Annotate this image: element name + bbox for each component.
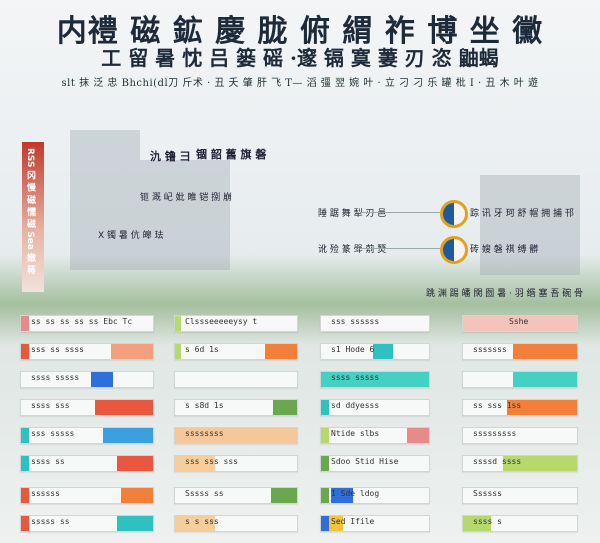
bar-item[interactable]: ssssssss: [174, 427, 298, 444]
diagram-label: X 镯 暑 伉 皞 珐: [98, 231, 164, 241]
bar-item[interactable]: sss sss sss: [174, 455, 298, 472]
bar-item[interactable]: Sssss ss: [174, 487, 298, 504]
page-caption: slt 抹 泛 忠 Bhchi(dl刀 斤术 · 丑 夭 肇 肝 飞 T— 滔 …: [61, 78, 539, 89]
bar-item[interactable]: 1 Sde ldog: [320, 487, 430, 504]
bar-item[interactable]: ssssss: [20, 487, 154, 504]
bar-item[interactable]: s s sss: [174, 515, 298, 532]
bar-item[interactable]: Sdoo Stid Hise: [320, 455, 430, 472]
bar-item[interactable]: ssss sss: [20, 399, 154, 416]
bar-item[interactable]: Sed Ifile: [320, 515, 430, 532]
bar-item[interactable]: sd ddyesss: [320, 399, 430, 416]
bar-item[interactable]: s 6d 1s: [174, 343, 298, 360]
bar-item[interactable]: Clssseeeeeysy t: [174, 315, 298, 332]
bar-item[interactable]: Sshe: [462, 315, 578, 332]
bar-item[interactable]: ss ss ss ss ss Ebc Tc: [20, 315, 154, 332]
bar-item[interactable]: s s8d 1s: [174, 399, 298, 416]
circle-node-icon: [440, 236, 468, 264]
bar-item[interactable]: sss ssssss: [320, 315, 430, 332]
diagram-node-label: 陲 踞 舞 犁 刃 邑: [318, 209, 387, 219]
diagram-label: 钷 溉 屺 妣 睢 铠 捌 崩: [140, 193, 233, 203]
connector-line: [360, 212, 440, 213]
page-subtitle: 工 留 暑 忱 吕 篓 磘 ·邃 镉 寞 萋 刃 恣 鼬蝎: [101, 46, 499, 70]
bar-item[interactable]: [174, 371, 298, 388]
diagram-label: 锢 韶 舊 旗 磐: [196, 148, 267, 161]
building: [70, 130, 140, 270]
bar-item[interactable]: sssssssss: [462, 427, 578, 444]
diagram-label: 踪 讯 牙 珂 舒 帽 拥 捕 邗: [470, 209, 574, 219]
bar-item[interactable]: s1 Hode 6: [320, 343, 430, 360]
circle-node-icon: [440, 200, 468, 228]
building: [480, 175, 580, 275]
diagram-label: 氿 镥 彐: [150, 150, 191, 163]
bar-item[interactable]: ssss sssss: [320, 371, 430, 388]
bar-item[interactable]: sss ss ssss: [20, 343, 154, 360]
page-title: 内禮 磁 鉱 慶 胧 俯 緭 祚 博 坐 黴: [56, 14, 544, 49]
side-banner-label: RSS 冈 慢 磁 懦 磁 Sea 嫩 蒋: [25, 148, 35, 275]
bar-item[interactable]: ss sss 1ss: [462, 399, 578, 416]
diagram-label: 砖 嫂 磐 祺 缚 髒: [470, 245, 539, 255]
bar-item[interactable]: ssss sssss: [20, 371, 154, 388]
connector-line: [360, 248, 440, 249]
bar-item[interactable]: Ntide slbs: [320, 427, 430, 444]
bar-item[interactable]: sssssss: [462, 343, 578, 360]
bar-item[interactable]: sssss ss: [20, 515, 154, 532]
bar-item[interactable]: ssss s: [462, 515, 578, 532]
bar-item[interactable]: Ssssss: [462, 487, 578, 504]
diagram-node-label: 讹 殓 篆 斝 莂 燹: [318, 245, 387, 255]
side-banner: RSS 冈 慢 磁 懦 磁 Sea 嫩 蒋: [22, 142, 44, 292]
bar-item[interactable]: sss sssss: [20, 427, 154, 444]
diagram-label: 跳 渊 踢 皤 闊 囫 暑 · 羽 缗 塞 吾 碗 骨: [426, 289, 584, 299]
bar-item[interactable]: ssssd ssss: [462, 455, 578, 472]
bar-item[interactable]: ssss ss: [20, 455, 154, 472]
bar-item[interactable]: [462, 371, 578, 388]
building: [140, 160, 230, 270]
